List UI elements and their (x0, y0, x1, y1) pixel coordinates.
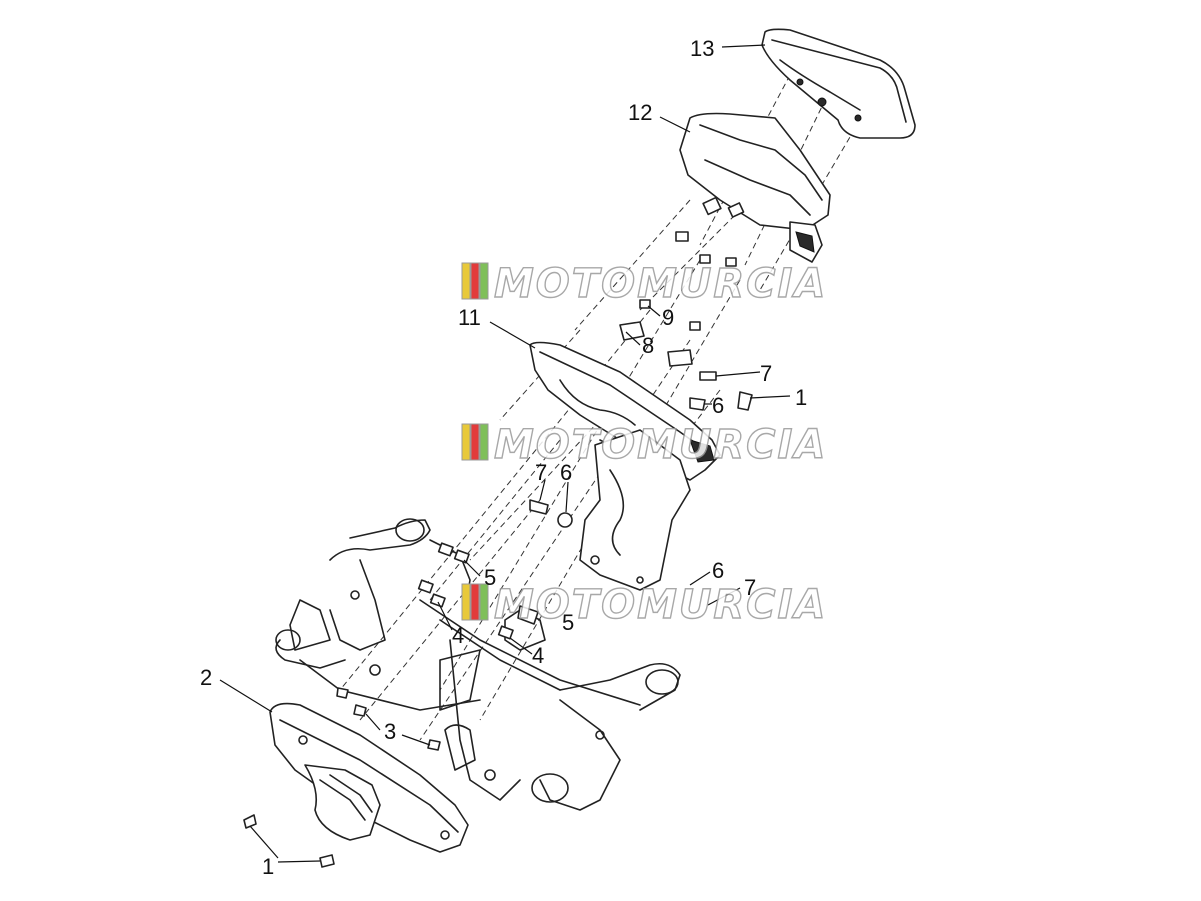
watermark-text: MOTOMURCIA (494, 261, 827, 307)
callout-leaders (219, 44, 791, 863)
callout-13: 13 (690, 36, 714, 61)
part-12-cluster-housing (679, 112, 831, 263)
callout-2: 2 (200, 665, 212, 690)
watermark-text: MOTOMURCIA (494, 422, 827, 468)
watermark-text: MOTOMURCIA (494, 582, 827, 628)
watermark-bottom: MOTOMURCIA (461, 581, 827, 629)
callout-3: 3 (384, 719, 396, 744)
callout-4-right: 4 (532, 643, 544, 668)
callout-6-middle: 6 (560, 460, 572, 485)
center-mounting-plate (579, 429, 691, 591)
main-support-frame (275, 518, 681, 811)
callout-7-upper: 7 (760, 361, 772, 386)
callout-6-upper: 6 (712, 393, 724, 418)
callout-12: 12 (628, 100, 652, 125)
callout-11: 11 (458, 305, 481, 330)
screws-1-3 (243, 687, 441, 868)
callout-5-lower: 5 (562, 610, 574, 635)
callout-8: 8 (642, 333, 654, 358)
watermark-middle: MOTOMURCIA (461, 421, 827, 469)
callout-7-middle: 7 (535, 460, 547, 485)
callout-9: 9 (662, 305, 674, 330)
part-13-instrument-lens (761, 28, 916, 139)
callout-4-left: 4 (452, 623, 464, 648)
fasteners-8-9 (619, 231, 737, 367)
fasteners-6-7 (529, 371, 753, 528)
callout-labels: 13 12 11 9 8 7 1 6 7 6 5 6 7 4 5 4 2 3 1 (200, 36, 807, 879)
callout-1-lower: 1 (262, 854, 274, 879)
callout-5-upper: 5 (484, 565, 496, 590)
callout-1-upper: 1 (795, 385, 807, 410)
callout-7-lower: 7 (744, 575, 756, 600)
clips-4-5 (417, 542, 539, 640)
watermark-top: MOTOMURCIA (461, 260, 827, 308)
part-2-front-cover (269, 702, 469, 853)
callout-6-lower: 6 (712, 558, 724, 583)
